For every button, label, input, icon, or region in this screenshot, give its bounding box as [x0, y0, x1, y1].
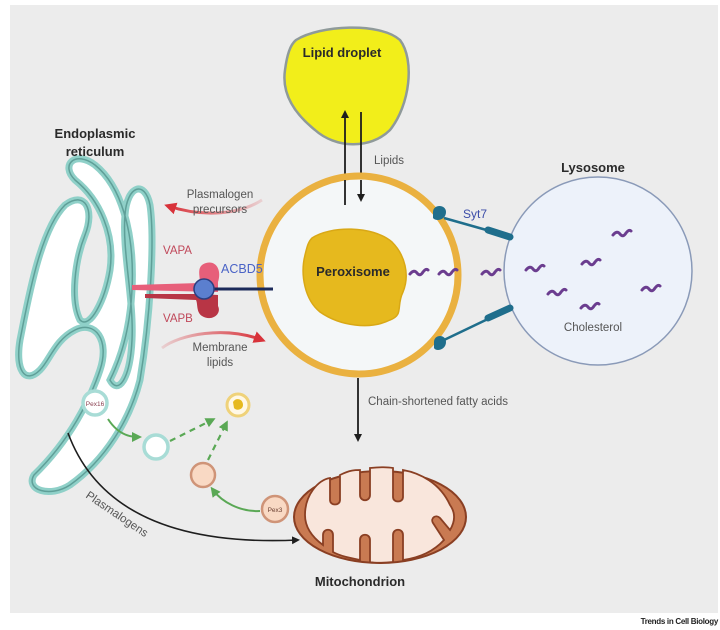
cholesterol-molecule: [408, 267, 430, 277]
lipid-droplet: [283, 26, 410, 146]
membrane-lipids-label-line1: Membrane: [193, 342, 248, 354]
chain-shortened-label: Chain-shortened fatty acids: [368, 396, 508, 408]
pex16-green-arrow: [107, 418, 142, 442]
cholesterol-molecule: [480, 267, 502, 277]
syt7-tether-top: [433, 206, 514, 241]
pex3-vesicle: [260, 494, 290, 524]
mitochondrion-cristae: [304, 466, 456, 564]
cholesterol-molecule: [579, 301, 601, 311]
cholesterol-molecule: [437, 267, 459, 277]
journal-credit: Trends in Cell Biology: [640, 617, 719, 626]
plasmalogen-precursors-arrow: [164, 198, 263, 215]
lipid-droplet-label: Lipid droplet: [303, 45, 382, 60]
membrane-lipids-arrow: [161, 331, 266, 350]
pex3-green-arrow: [210, 486, 261, 513]
membrane-lipids-label-line2: lipids: [207, 357, 233, 369]
plasmalogen-precursors-label-line2: precursors: [193, 204, 248, 216]
peroxisome-label: Peroxisome: [316, 264, 390, 279]
cholesterol-molecules: [408, 228, 662, 311]
lysosome-label: Lysosome: [561, 160, 625, 175]
er-label-line2: reticulum: [66, 144, 125, 159]
pex16-vesicle: [81, 389, 109, 417]
pex3-label: Pex3: [268, 507, 283, 514]
cholesterol-label: Cholesterol: [564, 322, 622, 334]
vapb-protein: [145, 294, 219, 319]
mature-peroxisome-core: [233, 399, 243, 410]
acbd5-protein: [193, 278, 215, 300]
syt7-label: Syt7: [463, 207, 487, 221]
pex16-label: Pex16: [86, 401, 105, 408]
er-label-line1: Endoplasmic: [55, 126, 136, 141]
peroxisome-core: [302, 228, 407, 327]
cholesterol-molecule: [524, 263, 546, 273]
cholesterol-molecule: [546, 287, 568, 297]
cholesterol-molecule: [640, 283, 662, 293]
lipids-label: Lipids: [374, 155, 404, 167]
pre-peroxisomal-vesicle-er: [142, 433, 170, 461]
cholesterol-molecule: [580, 257, 602, 267]
endoplasmic-reticulum: [15, 155, 156, 496]
vapb-label: VAPB: [163, 313, 193, 325]
vapa-label: VAPA: [163, 245, 192, 257]
plasmalogen-precursors-label-line1: Plasmalogen: [187, 189, 253, 201]
cholesterol-molecule: [611, 228, 633, 238]
acbd5-label: ACBD5: [221, 262, 263, 276]
pre-peroxisomal-vesicle-mito: [189, 461, 217, 489]
syt7-tether-bottom: [434, 304, 514, 350]
mitochondrion-label: Mitochondrion: [315, 574, 405, 589]
plasmalogens-arrow: [67, 432, 300, 545]
fusion-arrow-1: [169, 418, 216, 442]
lysosome-membrane: [503, 176, 693, 366]
fusion-arrow-2: [207, 420, 228, 461]
